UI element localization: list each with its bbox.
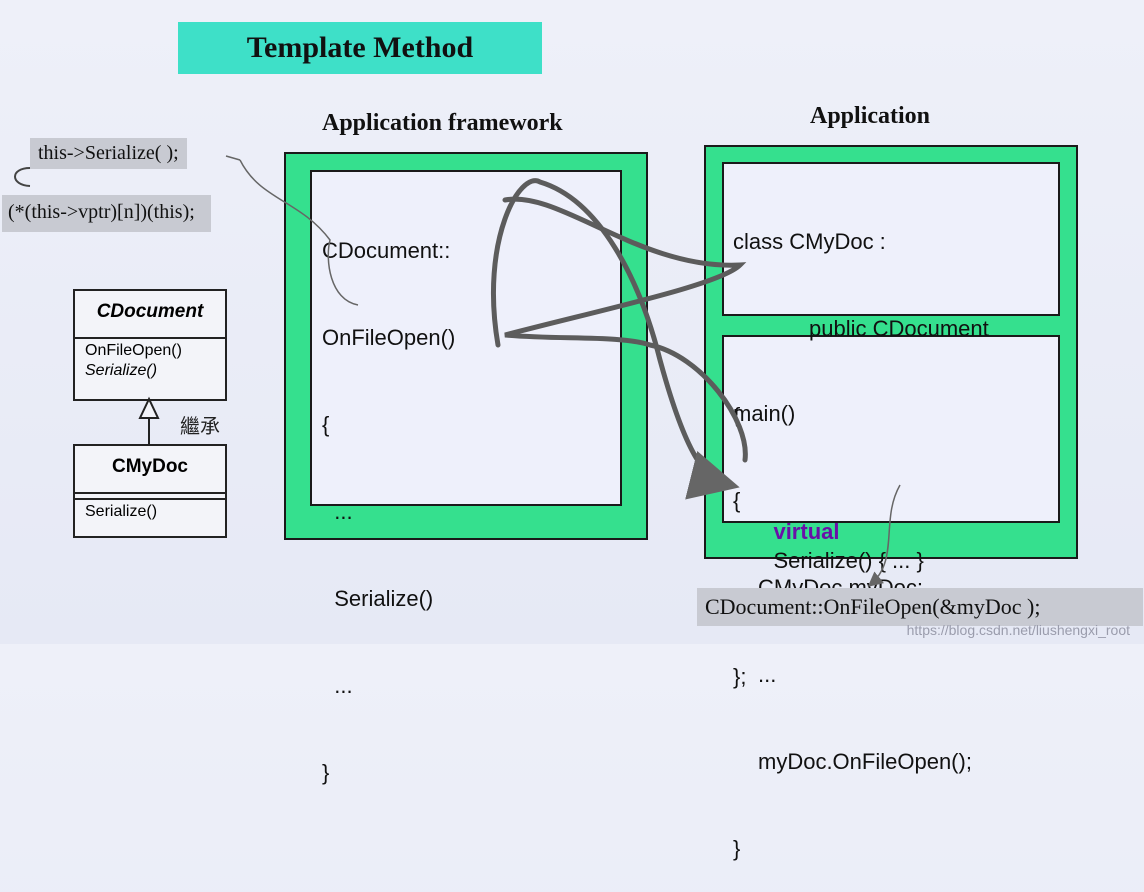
code-line: public CDocument [809, 316, 989, 341]
curl-arrow-icon [14, 167, 31, 187]
code-line: CDocument:: [322, 238, 451, 263]
actual-call-note: CDocument::OnFileOpen(&myDoc ); [697, 588, 1143, 626]
code-line: main() [733, 401, 796, 426]
this-call-note: this->Serialize( ); [30, 138, 187, 169]
uml-operation: Serialize() [85, 362, 158, 379]
class-panel [722, 162, 1060, 316]
framework-heading: Application framework [322, 110, 563, 136]
framework-code: CDocument:: OnFileOpen() { ... Serialize… [322, 178, 455, 816]
uml-class-name: CMyDoc [75, 446, 225, 494]
uml-operation: OnFileOpen() [85, 342, 182, 359]
uml-class-name: CDocument [75, 291, 225, 339]
uml-class-cmydoc: CMyDoc Serialize() [73, 444, 227, 538]
code-line: ... [322, 673, 353, 698]
title-banner: Template Method [178, 22, 542, 74]
code-line: Serialize() [322, 586, 434, 611]
virtual-keyword: virtual [773, 519, 840, 544]
code-line: { [322, 412, 330, 437]
code-line: OnFileOpen() [322, 325, 456, 350]
watermark: https://blog.csdn.net/liushengxi_root [906, 622, 1130, 638]
code-line: class CMyDoc : [733, 229, 886, 254]
code-line: { [733, 488, 741, 513]
uml-operation: Serialize() [85, 503, 158, 520]
inheritance-arrowhead [138, 396, 160, 419]
page-title: Template Method [246, 31, 474, 64]
vptr-call-note: (*(this->vptr)[n])(this); [2, 195, 211, 232]
code-line: } [322, 760, 330, 785]
code-line: ... [758, 662, 777, 687]
code-line: } [733, 836, 741, 861]
connector-tail [225, 155, 241, 161]
application-heading: Application [810, 103, 931, 129]
uml-attributes-divider [75, 494, 225, 500]
code-line: myDoc.OnFileOpen(); [758, 749, 972, 774]
uml-class-cdocument: CDocument OnFileOpen() Serialize() [73, 289, 227, 401]
inherit-label: 繼承 [180, 416, 220, 438]
code-line: ... [322, 499, 353, 524]
